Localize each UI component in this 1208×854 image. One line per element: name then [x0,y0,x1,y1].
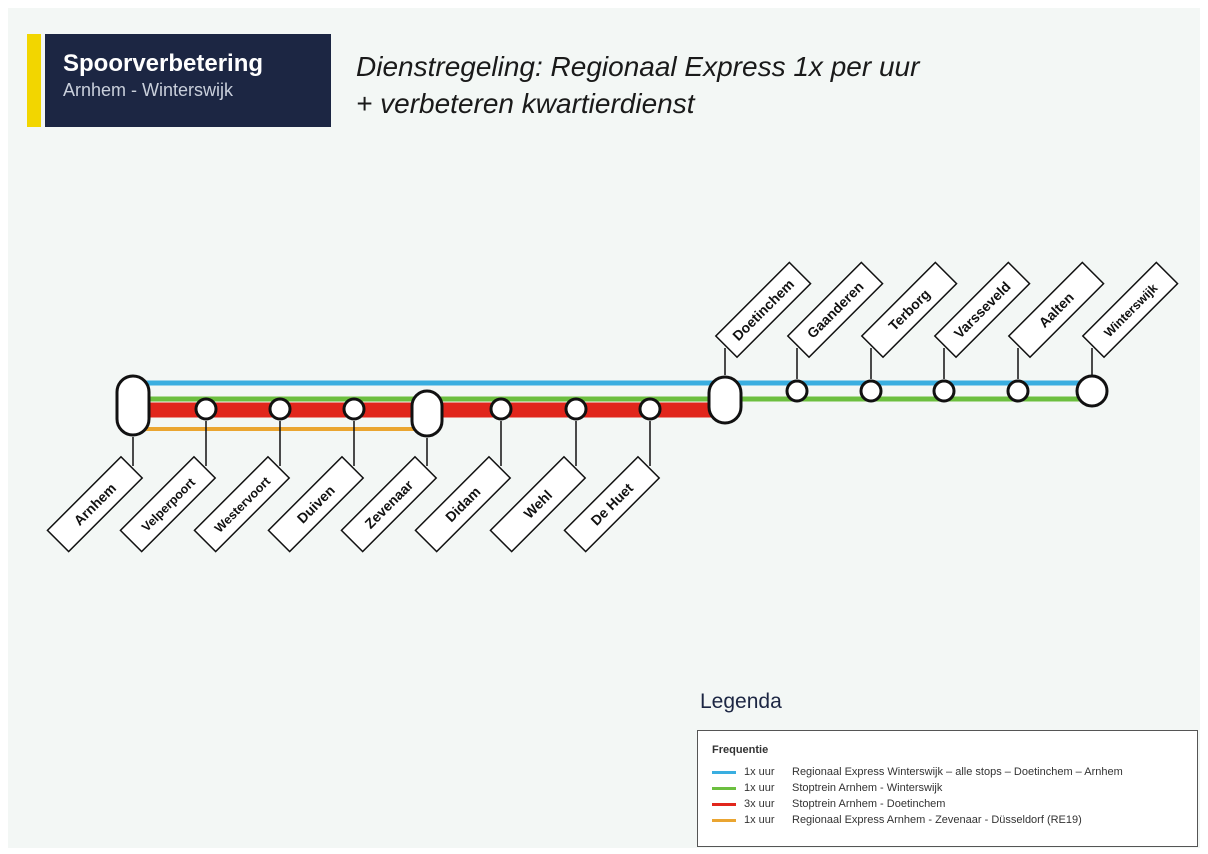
legend-frequency: 1x uur [744,766,775,778]
station-label-box [786,261,884,359]
station-marker-zevenaar [410,389,444,438]
legend-description: Stoptrein Arnhem - Doetinchem [792,798,946,810]
headline-line-2: + verbeteren kwartierdienst [356,88,695,119]
station-marker-varsseveld [932,379,956,403]
title-accent-bar [27,34,41,127]
station-label-box [46,455,144,553]
legend-frequency: 1x uur [744,814,775,826]
station-marker-duiven [342,397,366,421]
legend-frequency: 3x uur [744,798,775,810]
station-label-box [193,455,291,553]
station-label-box [1007,261,1105,359]
legend-description: Stoptrein Arnhem - Winterswijk [792,782,943,794]
station-marker-arnhem [115,374,151,437]
legend-frequency: 1x uur [744,782,775,794]
station-marker-didam [489,397,513,421]
legend-row: 3x uur Stoptrein Arnhem - Doetinchem [712,796,1197,812]
legend-swatch-green [712,786,736,790]
station-label-box [267,455,365,553]
station-label-box [933,261,1031,359]
station-marker-de-huet [638,397,662,421]
legend-heading: Frequentie [712,744,769,756]
station-label-box [714,261,812,359]
station-label-arnhem: Arnhem [46,455,144,553]
station-label-box [414,455,512,553]
subtitle: Arnhem - Winterswijk [63,80,234,100]
legend-row: 1x uur Regionaal Express Arnhem - Zevena… [712,812,1197,828]
station-label-box [860,261,958,359]
legend-swatch-blue [712,770,736,774]
station-label-box [563,455,661,553]
station-markers [115,374,1109,438]
station-label-box [1081,261,1179,359]
station-marker-terborg [859,379,883,403]
headline-line-1: Dienstregeling: Regionaal Express 1x per… [356,51,920,82]
station-marker-winterswijk [1075,374,1109,408]
legend-swatch-red [712,802,736,806]
legend-box: Frequentie 1x uur Regionaal Express Wint… [697,730,1198,847]
station-marker-gaanderen [785,379,809,403]
legend-row: 1x uur Regionaal Express Winterswijk – a… [712,764,1197,780]
station-marker-aalten [1006,379,1030,403]
station-label-box [489,455,587,553]
headline: Dienstregeling: Regionaal Express 1x per… [356,48,919,122]
station-marker-westervoort [268,397,292,421]
legend-description: Regionaal Express Arnhem - Zevenaar - Dü… [792,814,1082,826]
station-label-box [340,455,438,553]
title-box: Spoorverbetering Arnhem - Winterswijk [45,34,331,127]
station-name: Doetinchem [729,276,797,344]
station-label-box [119,455,217,553]
legend-title: Legenda [700,690,782,713]
legend-swatch-orange [712,818,736,822]
station-marker-wehl [564,397,588,421]
station-label-zevenaar: Zevenaar [340,455,438,553]
title: Spoorverbetering [63,50,264,77]
station-marker-doetinchem [707,375,743,425]
station-marker-velperpoort [194,397,218,421]
legend-description: Regionaal Express Winterswijk – alle sto… [792,766,1123,778]
legend-row: 1x uur Stoptrein Arnhem - Winterswijk [712,780,1197,796]
